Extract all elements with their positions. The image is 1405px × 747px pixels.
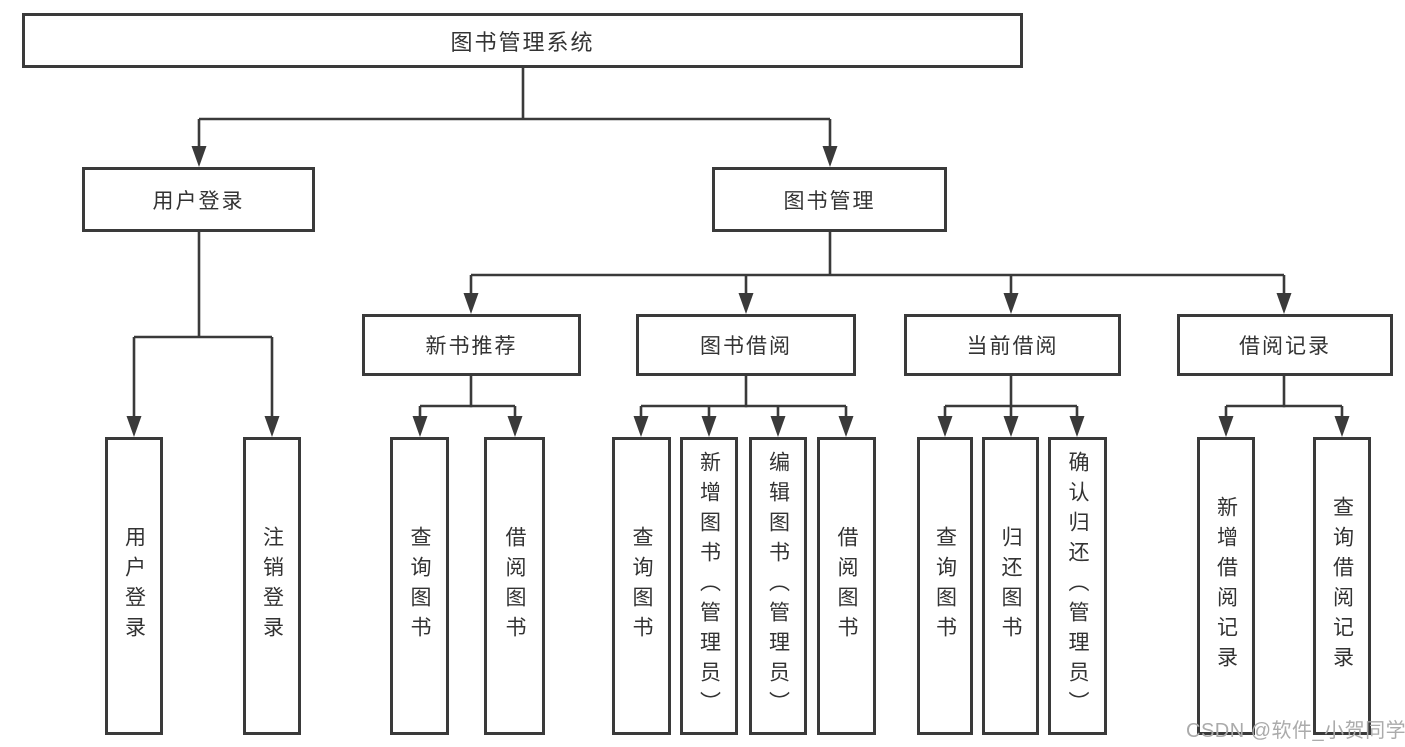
leaf-borrow-books-borrowing: 借阅图书 — [817, 437, 876, 735]
leaf-borrow-books-recommend: 借阅图书 — [484, 437, 545, 735]
node-book-management: 图书管理 — [712, 167, 947, 232]
arrow-down-icon — [1218, 416, 1234, 437]
wire-group2 — [639, 404, 848, 418]
arrow-down-icon — [1003, 293, 1019, 314]
node-borrowing-records: 借阅记录 — [1177, 314, 1393, 376]
wire-book-management — [469, 231, 1286, 295]
arrow-down-icon — [463, 293, 479, 314]
leaf-confirm-return-admin: 确认归还（管理员） — [1048, 437, 1107, 735]
wire-group4 — [1224, 404, 1344, 418]
arrow-down-icon — [412, 416, 428, 437]
leaf-return-book: 归还图书 — [982, 437, 1039, 735]
arrow-down-icon — [937, 416, 953, 437]
wire-user-login — [132, 231, 274, 418]
wire-group-stems — [469, 375, 1286, 408]
arrow-down-icon — [633, 416, 649, 437]
wire-group3 — [943, 404, 1079, 418]
arrow-down-icon — [264, 416, 280, 437]
leaf-add-borrow-record: 新增借阅记录 — [1197, 437, 1255, 735]
arrow-down-icon — [1276, 293, 1292, 314]
arrow-down-icon — [822, 146, 838, 167]
arrow-down-icon — [838, 416, 854, 437]
leaf-add-book-admin: 新增图书（管理员） — [680, 437, 738, 735]
leaf-query-books-current: 查询图书 — [917, 437, 973, 735]
node-book-borrowing: 图书借阅 — [636, 314, 856, 376]
node-root: 图书管理系统 — [22, 13, 1023, 68]
arrow-down-icon — [1003, 416, 1019, 437]
node-user-login: 用户登录 — [82, 167, 315, 232]
node-new-book-recommend: 新书推荐 — [362, 314, 581, 376]
arrow-down-icon — [770, 416, 786, 437]
leaf-logout: 注销登录 — [243, 437, 301, 735]
arrow-down-icon — [507, 416, 523, 437]
leaf-query-books-borrowing: 查询图书 — [612, 437, 671, 735]
leaf-query-books-recommend: 查询图书 — [390, 437, 449, 735]
leaf-query-borrow-record: 查询借阅记录 — [1313, 437, 1371, 735]
watermark: CSDN @软件_小贺同学 — [1186, 720, 1405, 742]
wire-level1 — [197, 117, 832, 148]
arrow-down-icon — [701, 416, 717, 437]
wire-group1 — [418, 404, 517, 418]
arrow-down-icon — [1334, 416, 1350, 437]
arrow-down-icon — [126, 416, 142, 437]
arrow-down-icon — [1069, 416, 1085, 437]
leaf-edit-book-admin: 编辑图书（管理员） — [749, 437, 807, 735]
arrow-down-icon — [738, 293, 754, 314]
node-current-borrowing: 当前借阅 — [904, 314, 1121, 376]
arrow-down-icon — [191, 146, 207, 167]
leaf-user-login: 用户登录 — [105, 437, 163, 735]
